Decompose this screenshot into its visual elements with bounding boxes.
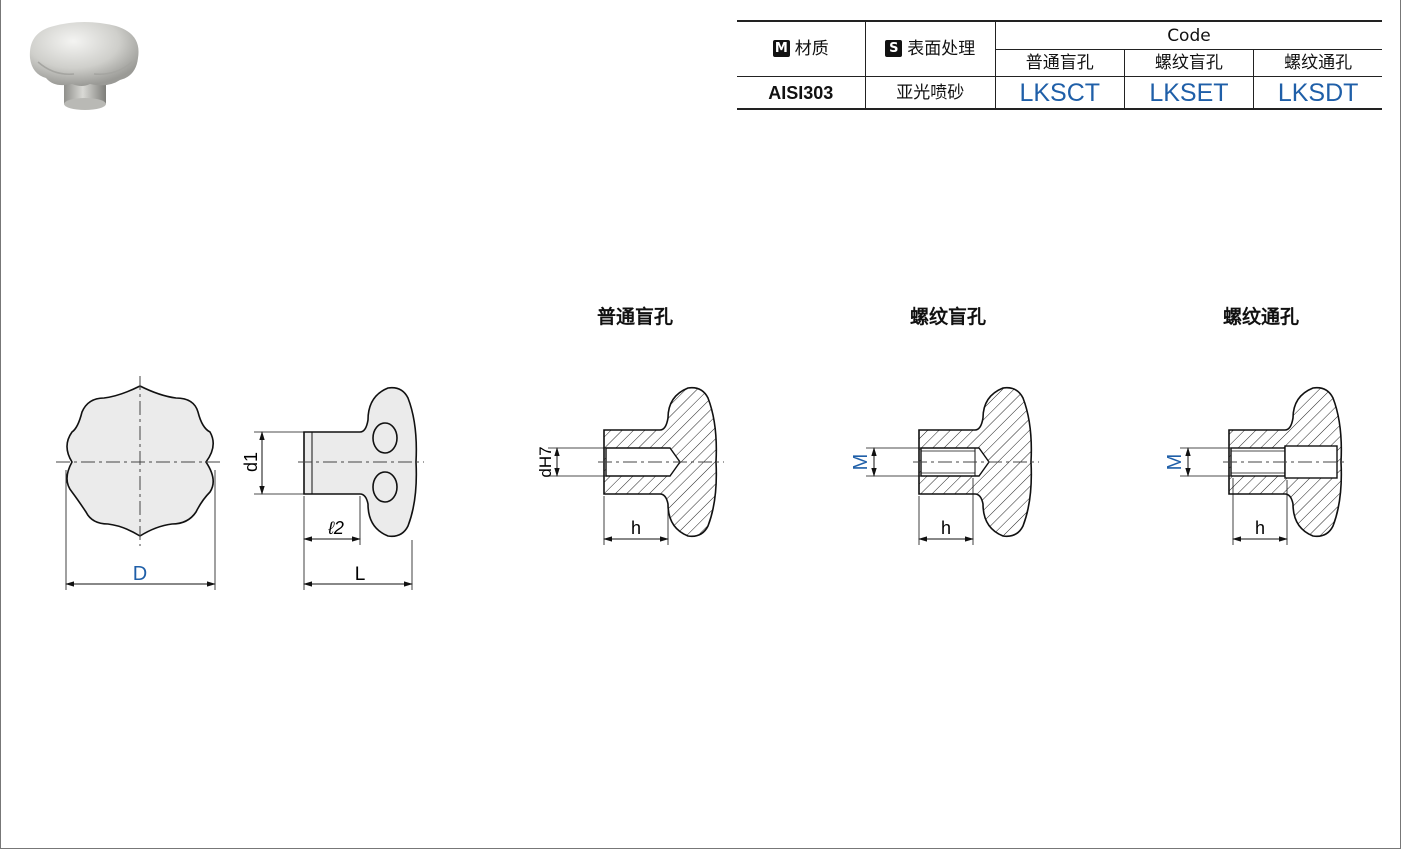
dim-h-normal: h xyxy=(631,518,641,538)
title-normal-blind: 普通盲孔 xyxy=(596,306,673,328)
dim-d1: d1 xyxy=(241,452,261,472)
dim-h-thread-through: h xyxy=(1255,518,1265,538)
material-header: 材质 xyxy=(794,39,829,59)
surface-value: 亚光喷砂 xyxy=(864,76,996,110)
dim-M-blind: M xyxy=(850,454,872,471)
section-thread-blind: M h xyxy=(850,386,1039,545)
dim-M-through: M xyxy=(1164,454,1186,471)
code-column-thread-through: 螺纹通孔 xyxy=(1253,49,1382,77)
section-normal-blind: dH7 h xyxy=(536,386,724,545)
title-thread-blind: 螺纹盲孔 xyxy=(909,306,986,328)
code-lksct[interactable]: LKSCT xyxy=(994,76,1125,110)
code-column-normal-blind: 普通盲孔 xyxy=(994,49,1125,77)
dim-L: L xyxy=(355,564,366,585)
dim-dH7: dH7 xyxy=(536,446,555,477)
dim-l2: ℓ2 xyxy=(327,518,344,538)
front-view: D xyxy=(56,376,222,590)
title-thread-through: 螺纹通孔 xyxy=(1222,306,1299,328)
code-column-thread-blind: 螺纹盲孔 xyxy=(1123,49,1254,77)
side-view: d1 ℓ2 L xyxy=(241,386,424,590)
surface-header: 表面处理 xyxy=(907,39,976,59)
dim-h-thread-blind: h xyxy=(941,518,951,538)
code-header: Code xyxy=(994,20,1382,50)
surface-tag: S xyxy=(885,40,903,57)
dim-D: D xyxy=(133,563,147,585)
material-value: AISI303 xyxy=(737,76,866,110)
code-lkset[interactable]: LKSET xyxy=(1123,76,1254,110)
product-photo xyxy=(29,22,139,110)
section-thread-through: M h xyxy=(1164,386,1347,545)
code-lksdt[interactable]: LKSDT xyxy=(1253,76,1382,110)
material-tag: M xyxy=(772,40,790,57)
